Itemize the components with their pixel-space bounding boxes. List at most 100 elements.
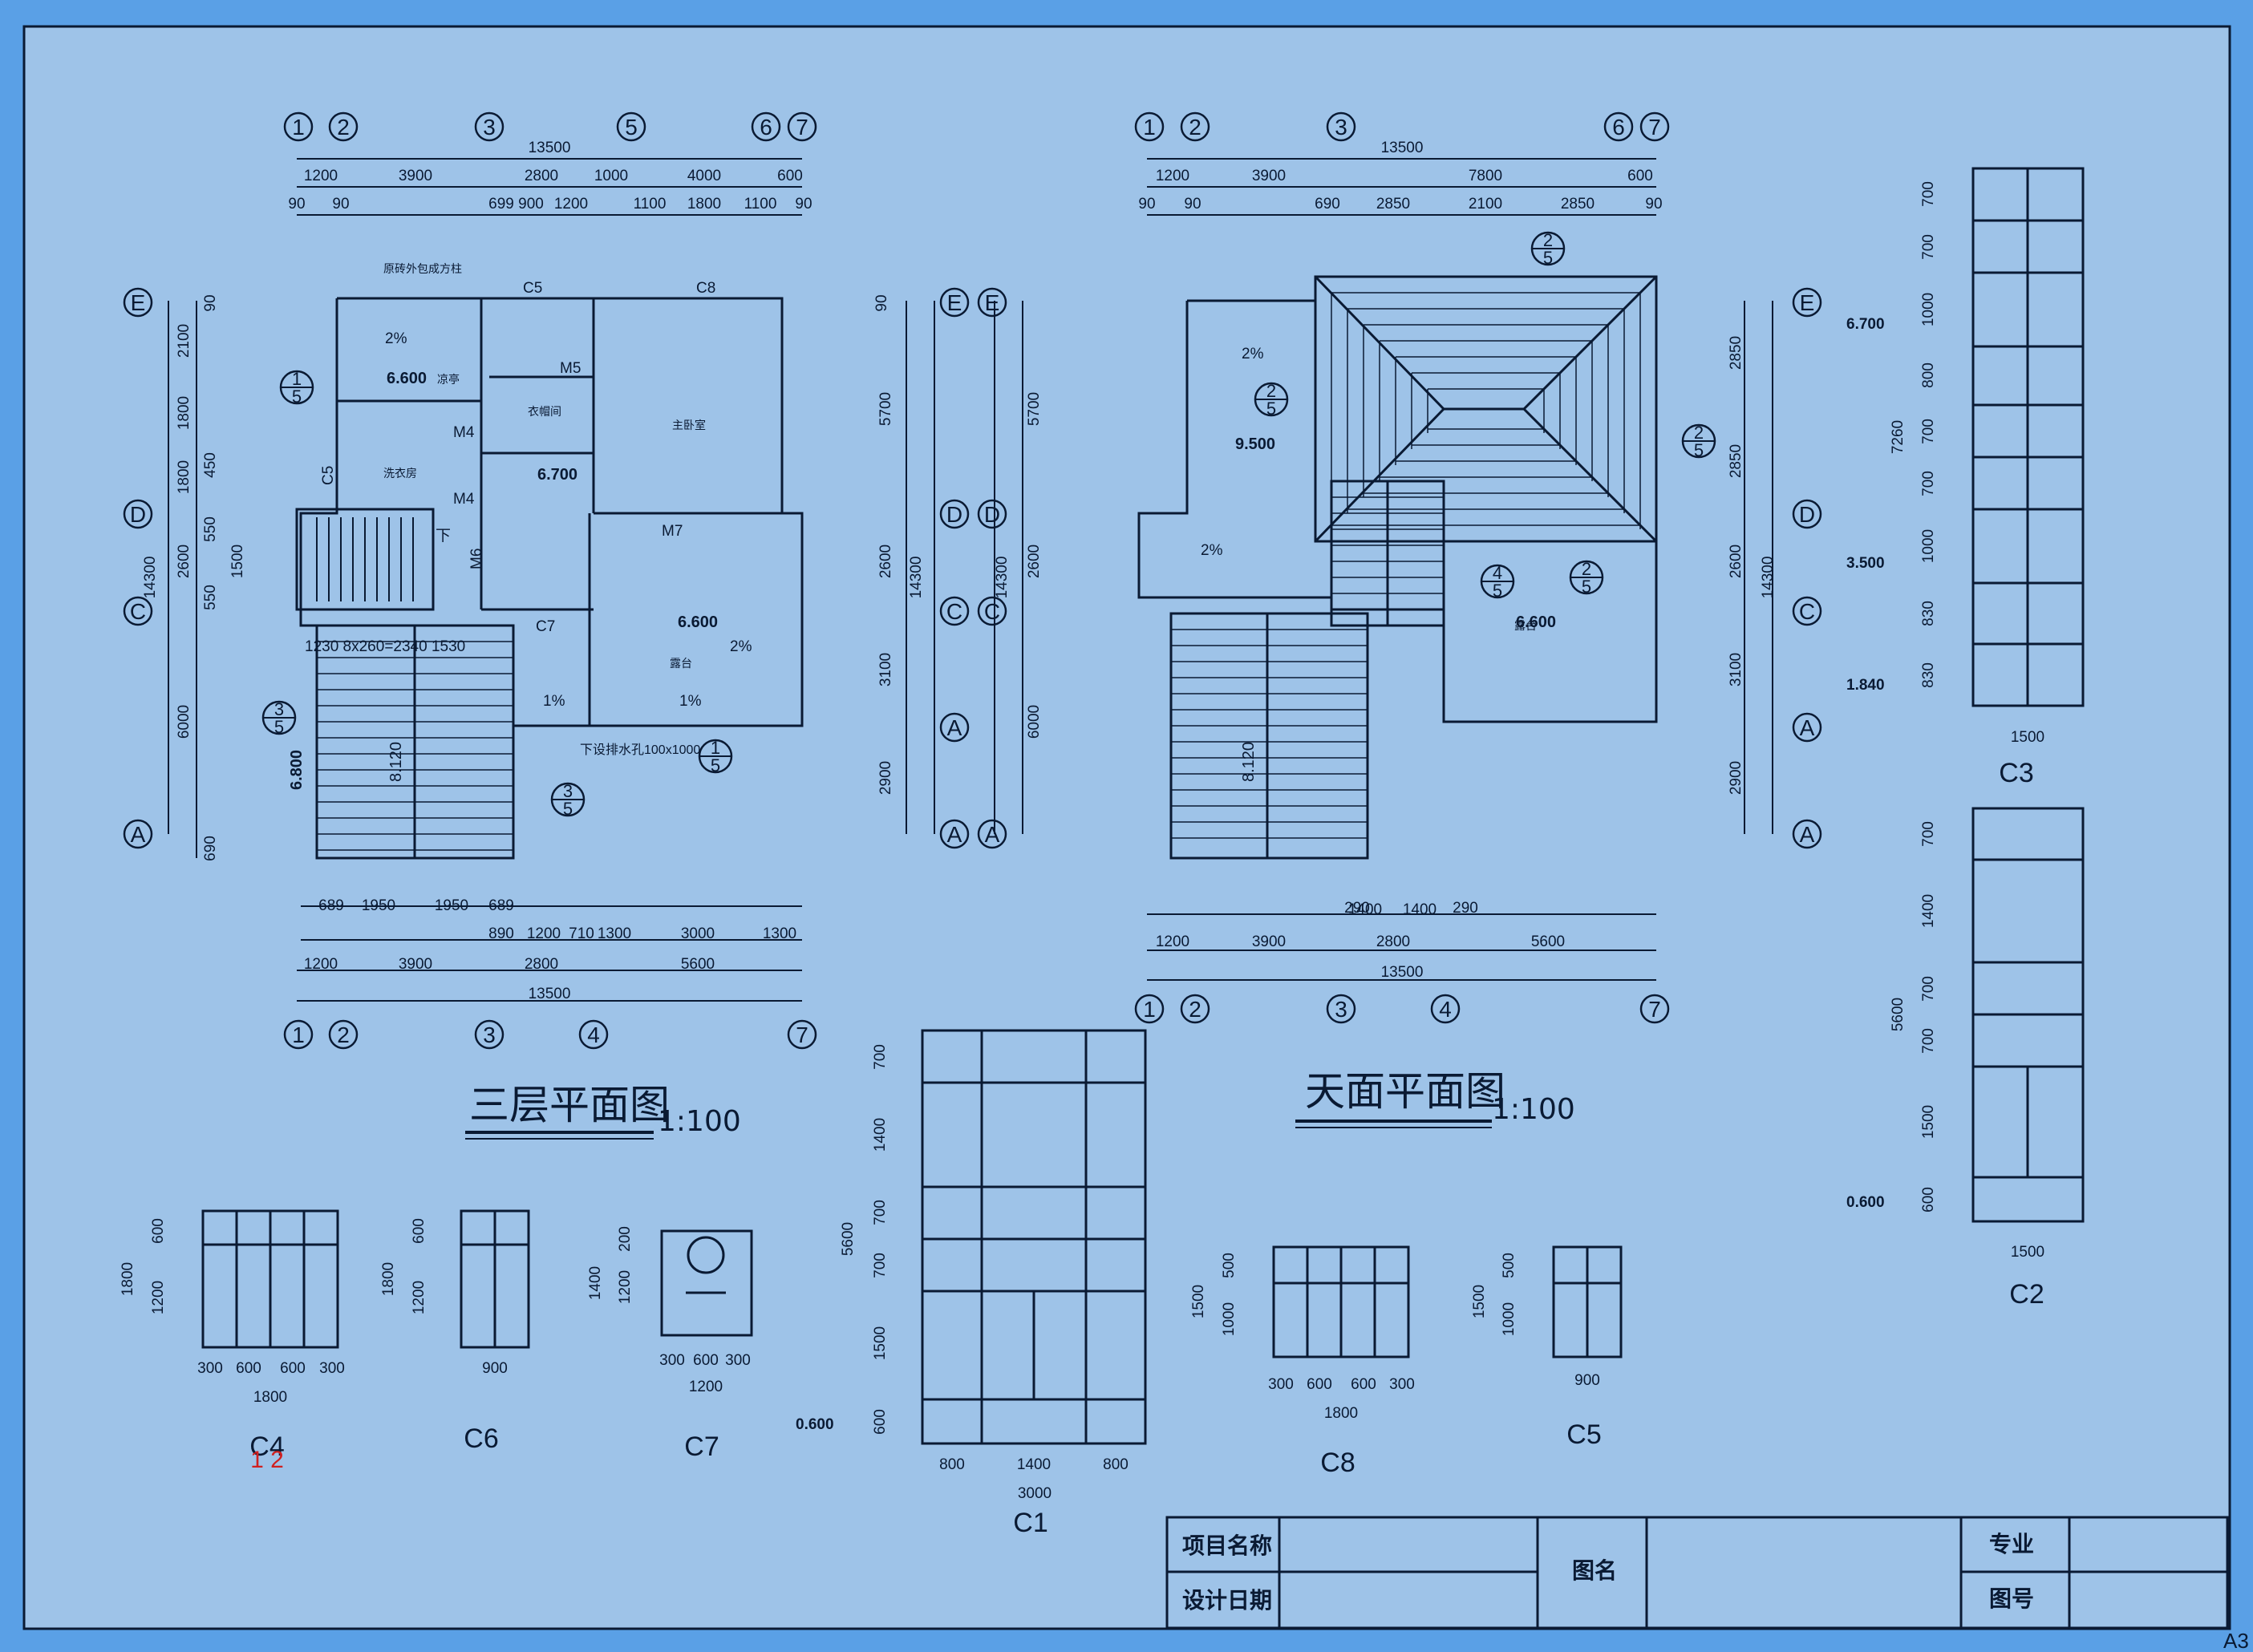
window-vertical-dims: 1800 600 1200 1800 600 1200 1400 200 120… — [120, 181, 1937, 1435]
window-dim: 700 — [1920, 821, 1937, 847]
dim: 1950 — [362, 897, 395, 914]
dim: 3000 — [681, 925, 715, 942]
axis-label: E — [985, 290, 1000, 315]
window-dim: 300 — [725, 1352, 751, 1369]
dim: 689 — [488, 897, 514, 914]
dim: 550 — [202, 585, 219, 610]
dim: 90 — [873, 294, 890, 311]
axis-label: D — [1799, 502, 1815, 527]
detail-ref-num: 3 — [274, 699, 284, 719]
door-window-code: M6 — [468, 549, 485, 569]
door-window-code: M5 — [560, 360, 581, 377]
dim: 1200 — [527, 925, 561, 942]
window-dim: 5600 — [840, 1222, 857, 1256]
dim: 4000 — [687, 168, 721, 184]
door-window-code: C5 — [320, 466, 337, 485]
door-window-code: C5 — [523, 280, 542, 297]
dim: 5700 — [877, 392, 894, 426]
window-dim: 1500 — [1471, 1285, 1488, 1318]
level-value: 8.120 — [387, 742, 405, 782]
stair-treads — [316, 517, 414, 601]
level-value: 6.600 — [1516, 613, 1556, 631]
axis-label: D — [984, 502, 1000, 527]
slope: 2% — [385, 330, 407, 347]
window-dim: 300 — [319, 1360, 345, 1377]
window-dim: 600 — [411, 1218, 428, 1244]
window-label: C1 — [1013, 1508, 1047, 1538]
room-label: 洗衣房 — [383, 467, 417, 480]
axis-label: E — [1800, 290, 1815, 315]
room-label: 露台 — [1514, 619, 1537, 632]
axis-label: 7 — [796, 115, 808, 140]
detail-ref-den: 5 — [274, 717, 284, 737]
level-value: 0.600 — [796, 1416, 834, 1433]
room-label: 主卧室 — [672, 419, 706, 431]
window-dim: 1500 — [872, 1326, 889, 1360]
dim-total: 13500 — [1381, 964, 1424, 981]
dim: 2800 — [1376, 933, 1410, 950]
dim-total: 14300 — [1760, 557, 1777, 599]
room-label: 衣帽间 — [528, 405, 561, 418]
window-dim: 7260 — [1890, 420, 1907, 454]
axis-label: A — [985, 822, 1000, 847]
axis-label: 7 — [1648, 997, 1661, 1022]
window-elevations — [201, 167, 2085, 1445]
detail-ref-den: 5 — [1543, 248, 1553, 268]
level-value: 6.600 — [678, 613, 718, 631]
axis-label: 1 — [292, 1022, 305, 1047]
window-c7 — [660, 1229, 753, 1337]
axis-label: 3 — [483, 1022, 496, 1047]
dim: 290 — [1344, 900, 1370, 917]
axis-label: D — [130, 502, 146, 527]
dim: 1800 — [176, 396, 192, 430]
dim: 2850 — [1728, 444, 1744, 478]
window-dim: 700 — [1920, 1028, 1937, 1054]
dim: 1800 — [176, 460, 192, 494]
axis-label: 3 — [1335, 997, 1347, 1022]
axis-bubbles — [123, 111, 1822, 1050]
roof-hatch — [1169, 275, 1658, 860]
window-dim: 300 — [1268, 1376, 1294, 1393]
window-dim: 1800 — [380, 1262, 397, 1296]
dim: 90 — [1138, 196, 1155, 213]
window-dim: 500 — [1221, 1253, 1238, 1278]
window-dim: 600 — [1307, 1376, 1332, 1393]
axis-label: C — [1799, 599, 1815, 624]
axis-label: A — [947, 715, 962, 740]
window-dim: 600 — [1920, 1187, 1937, 1213]
tb-discipline: 专业 — [1989, 1531, 2034, 1557]
detail-ref: 2 5 — [1569, 559, 1604, 597]
axis-label: A — [1800, 822, 1815, 847]
dim: 1200 — [554, 196, 588, 213]
dimension-lines — [168, 158, 1773, 1002]
axis-label: 4 — [1439, 997, 1452, 1022]
window-dim: 1200 — [411, 1281, 428, 1314]
room-label: 凉亭 — [437, 373, 460, 386]
slope: 2% — [1201, 542, 1223, 559]
window-dim: 1000 — [1920, 293, 1937, 326]
window-dim: 700 — [872, 1200, 889, 1225]
window-dim: 1000 — [1221, 1302, 1238, 1336]
title-third-floor: 三层平面图 — [469, 1082, 670, 1128]
window-dim: 1000 — [1920, 529, 1937, 563]
dim: 1500 — [229, 545, 246, 578]
dim-total: 14300 — [908, 557, 925, 599]
axis-label: 1 — [1143, 997, 1156, 1022]
detail-ref-num: 1 — [711, 738, 720, 758]
window-dim: 3000 — [1018, 1485, 1052, 1502]
window-dim: 1500 — [1190, 1285, 1207, 1318]
dim: 7800 — [1469, 168, 1502, 184]
window-dim: 5600 — [1890, 998, 1907, 1031]
axis-label: A — [131, 822, 146, 847]
tb-project-name: 项目名称 — [1182, 1533, 1272, 1559]
note: 下 — [436, 528, 451, 545]
dim: 1950 — [435, 897, 468, 914]
axis-label: 2 — [1189, 997, 1201, 1022]
level-value: 3.500 — [1846, 555, 1885, 572]
dim: 2850 — [1561, 196, 1595, 213]
window-dim: 1200 — [617, 1270, 634, 1304]
axis-label: C — [984, 599, 1000, 624]
detail-ref-num: 2 — [1582, 559, 1591, 579]
window-level-marks: 6.700 3.500 1.840 0.600 0.600 — [796, 316, 1885, 1433]
